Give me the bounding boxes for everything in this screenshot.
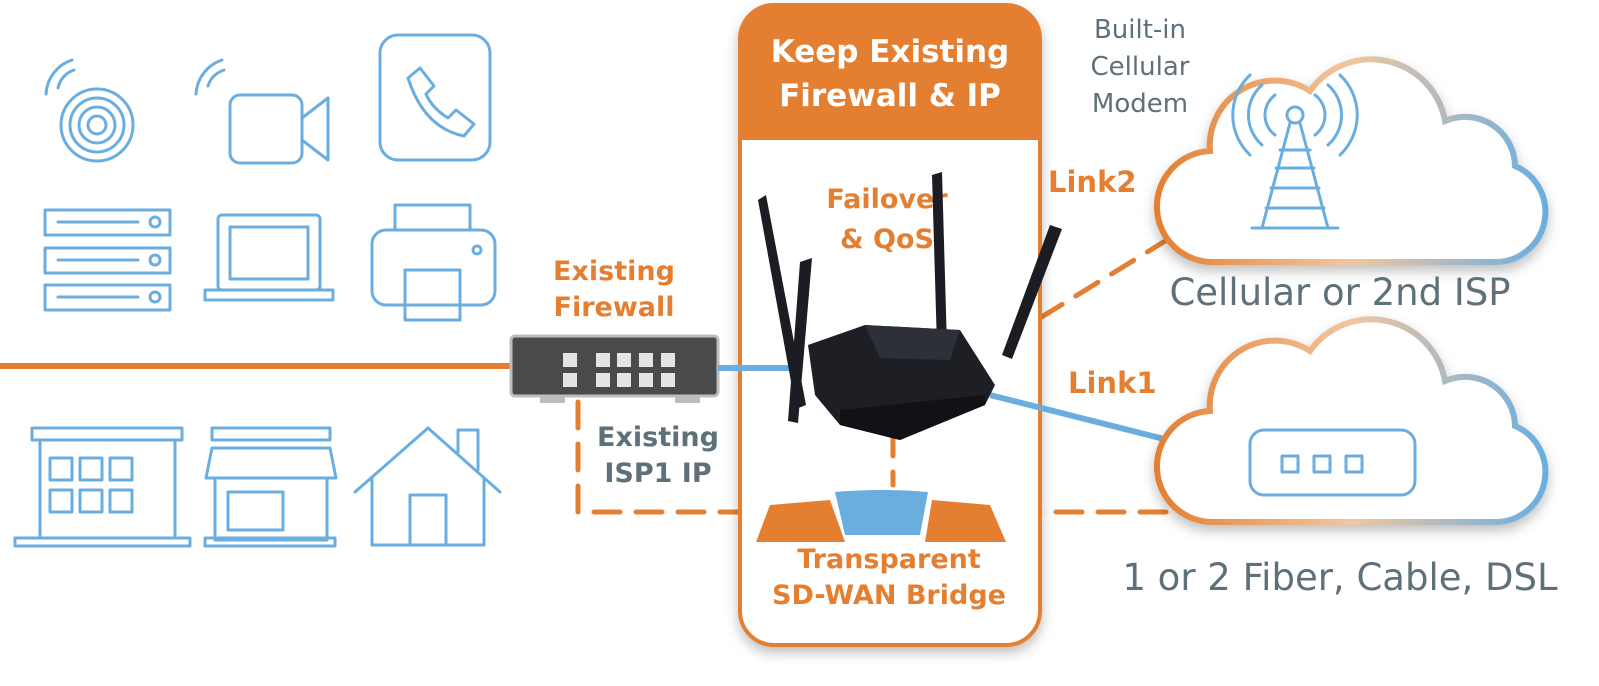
cloud-top-label: Cellular or 2nd ISP [1169, 271, 1510, 314]
cloud-top-icon [1153, 56, 1549, 266]
office-building-icon [13, 426, 192, 548]
house-icon [353, 426, 502, 547]
cloud-bottom-icon [1153, 316, 1549, 526]
failover-qos-label: Failover& QoS [826, 184, 948, 255]
server-icon [43, 208, 172, 312]
cell-tower-icon [1231, 73, 1359, 230]
cloud-bottom-label: 1 or 2 Fiber, Cable, DSL [1122, 556, 1558, 599]
link2-label: Link2 [1048, 165, 1137, 199]
router-icon [758, 172, 1062, 440]
link1-label: Link1 [1068, 366, 1157, 400]
modem-icon [1248, 428, 1417, 497]
link2-dashed-line [1037, 235, 1173, 321]
store-icon [203, 426, 338, 548]
wireless-speaker-icon [44, 58, 135, 163]
phone-icon [378, 33, 492, 162]
keep-existing-box [738, 3, 1042, 647]
wifi-camera-icon [194, 58, 330, 165]
firewall-switch-icon [509, 334, 720, 403]
printer-icon [370, 203, 497, 322]
sd-wan-bridge-icon [756, 490, 1006, 542]
link1-line [989, 392, 1169, 443]
laptop-icon [203, 213, 335, 302]
